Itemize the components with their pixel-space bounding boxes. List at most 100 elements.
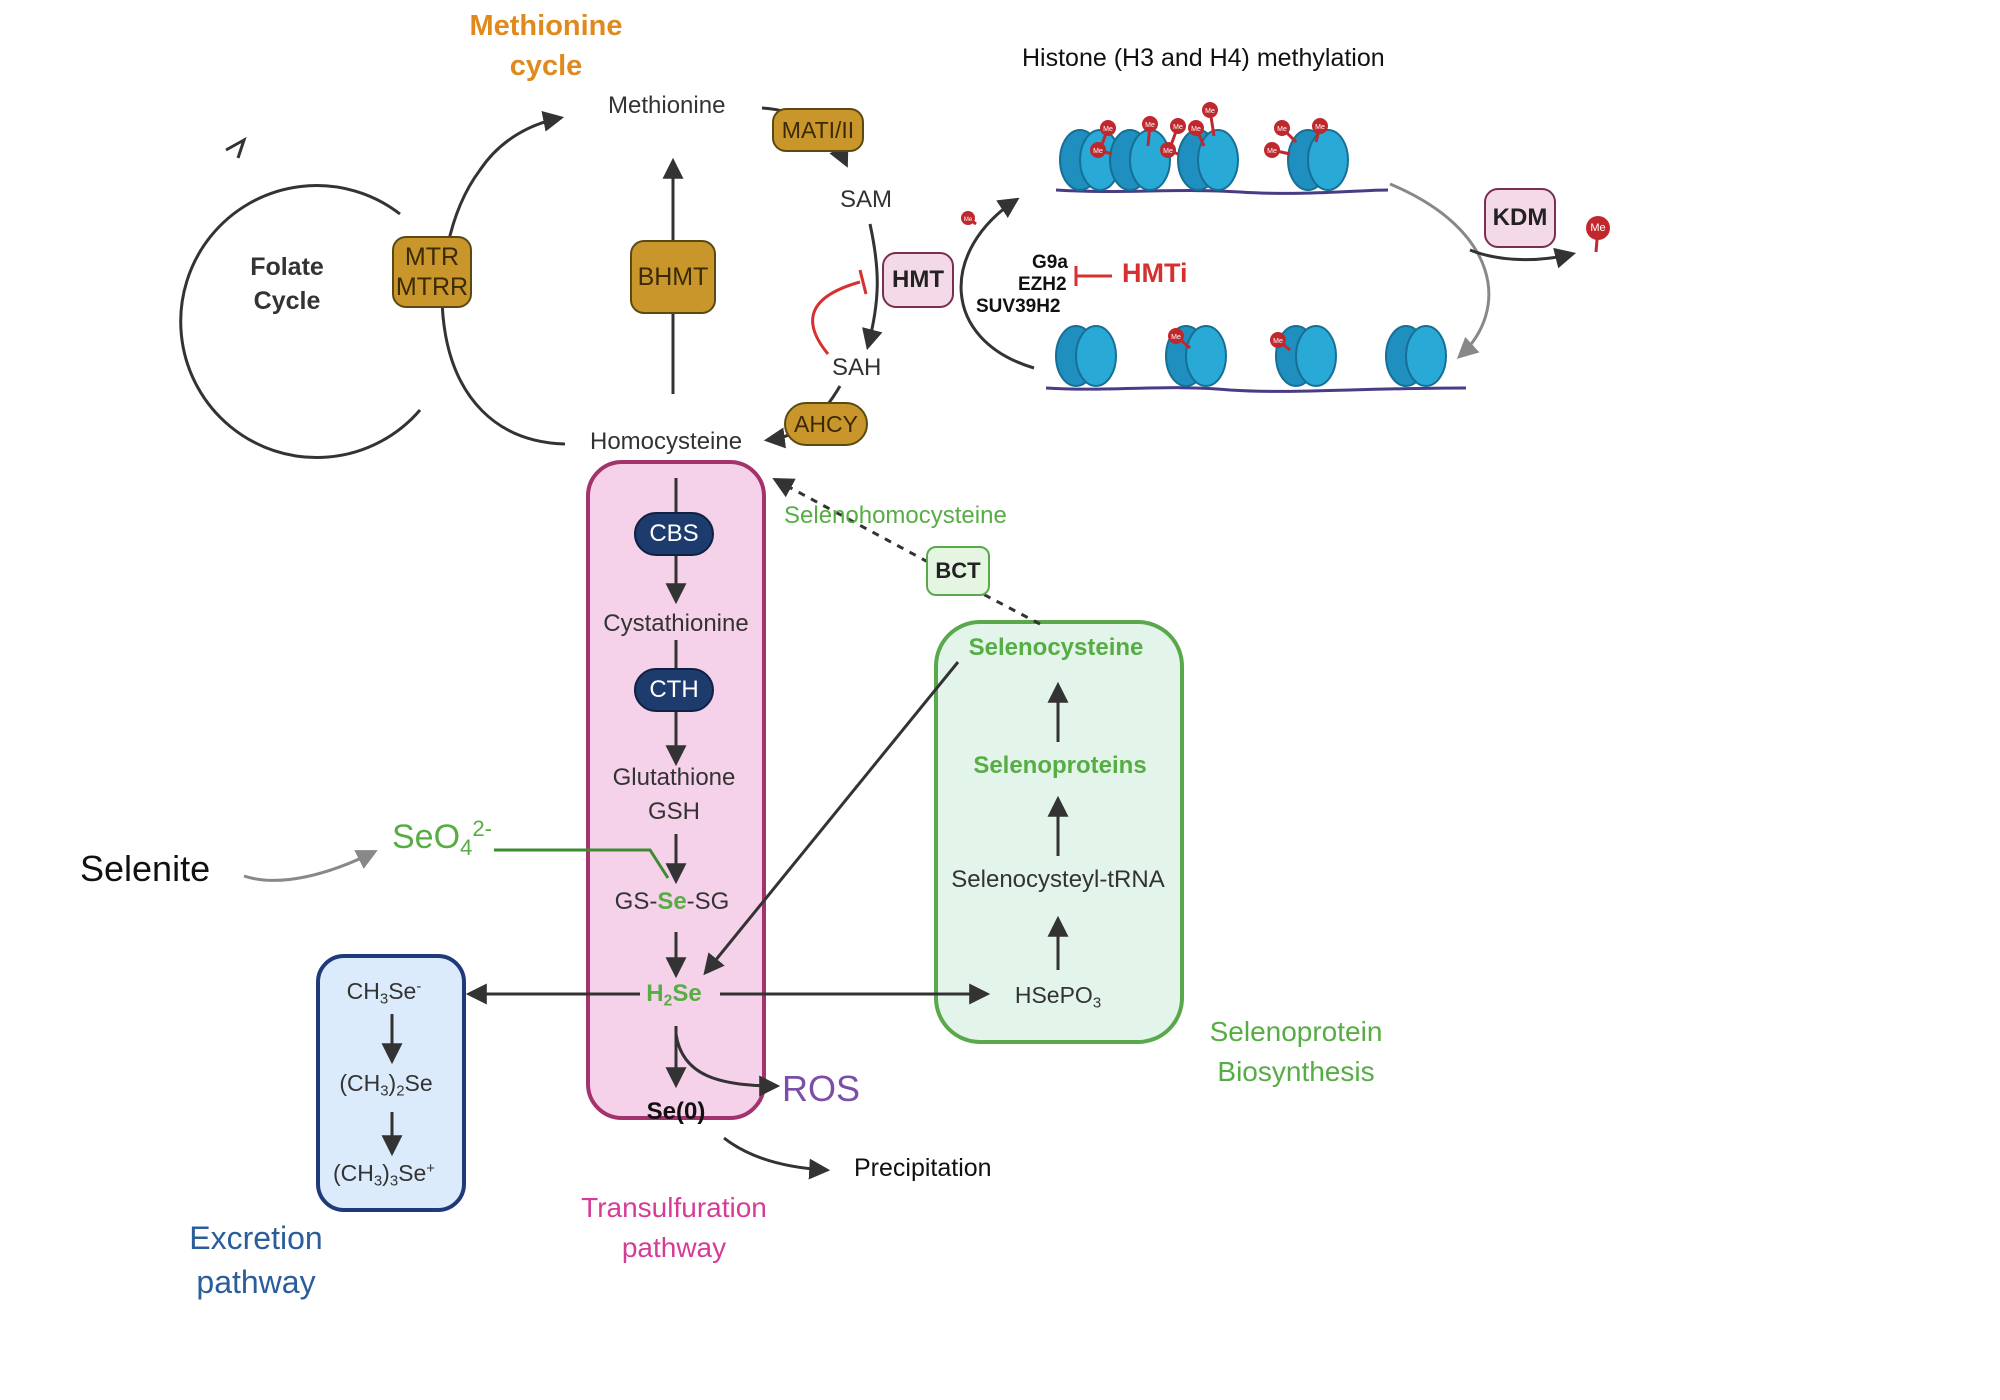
methyl-mark	[1270, 332, 1286, 348]
nucleosome-top-3	[1177, 129, 1239, 191]
sam-to-sah-arrow	[862, 223, 883, 351]
methionine-label: Methionine	[608, 92, 726, 119]
methyl-mark-top-5: Me	[1160, 142, 1179, 158]
selenocysteine-label: Selenocysteine	[968, 634, 1144, 661]
sah-inhibition-bar	[858, 269, 868, 295]
histone-methylation-title: Histone (H3 and H4) methylation	[1022, 44, 1385, 72]
methionine-cycle-title: Methionine cycle	[469, 10, 623, 82]
methyl-mark-label: Me	[1205, 108, 1215, 115]
methyl-mark	[1264, 142, 1280, 158]
dna-strand-bottom	[1045, 386, 1467, 393]
seo4-label: SeO42-	[392, 816, 492, 861]
methyl-mark-top-3: Me	[1142, 116, 1158, 147]
nucleosome-disc	[1307, 129, 1349, 191]
methyl-mark-label: Me	[1145, 122, 1155, 129]
methyl-mark	[1160, 142, 1176, 158]
nucleosome-bottom-4	[1385, 325, 1447, 387]
methyl-mark	[1168, 328, 1184, 344]
se0-to-precipitation-arrow	[723, 1136, 831, 1180]
selenohomocysteine-dashed-arrow	[772, 478, 929, 564]
methyl-mark	[1170, 118, 1186, 134]
homocysteine-to-methionine-arc	[440, 111, 566, 446]
ch3-3se-sub2: 3	[389, 1172, 399, 1190]
methyl-mark-label: Me	[1173, 124, 1183, 131]
hmti-label: HMTi	[1122, 258, 1188, 288]
gs-se-sg-label: GS-Se-SG	[615, 888, 730, 916]
ch3se-sup: -	[416, 978, 422, 995]
ch3-2se-c: Se	[404, 1070, 433, 1096]
nucleosome-bottom-3	[1275, 325, 1337, 387]
methyl-mark-free-sam: Me	[961, 211, 977, 226]
excretion-region	[316, 954, 466, 1212]
seo4-sub: 4	[460, 834, 473, 860]
methylation-arc	[959, 197, 1035, 370]
ch3-2se-a: (CH	[339, 1070, 381, 1096]
methyl-mark	[1274, 120, 1290, 136]
ahcy-enzyme: AHCY	[784, 402, 868, 446]
homocysteine-label: Homocysteine	[590, 428, 743, 455]
demethylation-arc	[1389, 182, 1491, 359]
nucleosome-disc	[1185, 325, 1227, 387]
se0-label: Se(0)	[646, 1098, 706, 1125]
folate-cycle-arrowhead	[225, 136, 247, 159]
ch3-3se-sub: 3	[373, 1172, 383, 1190]
methyl-mark-top-7: Me	[1188, 120, 1206, 147]
mtr-mtrr-enzyme: MTR MTRR	[392, 236, 472, 308]
methyl-mark-label: Me	[1191, 126, 1201, 133]
nucleosome-top-2	[1109, 129, 1171, 191]
methyl-mark-label: Me	[1163, 148, 1173, 155]
gs-se-sg-left: GS-	[614, 888, 658, 915]
cystathionine-label: Cystathionine	[603, 610, 749, 637]
ch3-3se-a: (CH	[332, 1160, 374, 1187]
mtrr-label: MTRR	[395, 273, 469, 301]
methyl-mark-label: Me	[1103, 126, 1113, 133]
methyl-mark	[1312, 118, 1328, 134]
methyl-mark-top-2: Me	[1090, 142, 1113, 158]
excretion-title: Excretion pathway	[189, 1220, 323, 1300]
methyl-mark	[1090, 142, 1106, 158]
nucleosome-bottom-1	[1055, 325, 1117, 387]
suv39h2-label: SUV39H2	[976, 296, 1061, 317]
nucleosome-disc	[1197, 129, 1239, 191]
methyl-mark-top-9: Me	[1264, 142, 1291, 158]
ch3se-b: Se	[388, 978, 417, 1005]
precipitation-label: Precipitation	[854, 1154, 992, 1182]
cbs-enzyme: CBS	[634, 512, 714, 556]
methyl-mark-label: Me	[1315, 124, 1325, 131]
selenoproteins-label: Selenoproteins	[973, 752, 1147, 779]
methyl-mark-top-10: Me	[1312, 118, 1328, 143]
h2se-to-ros-arrow	[674, 1033, 781, 1097]
dna-strand-top	[1055, 188, 1389, 195]
g9a-label: G9a	[1032, 252, 1068, 273]
mat-enzyme: MATI/II	[772, 108, 864, 152]
ch3-2se-sub2: 2	[396, 1082, 405, 1100]
mtr-label: MTR	[404, 243, 460, 271]
hsepo3-sub: 3	[1092, 994, 1102, 1012]
hsepo3-a: HSePO	[1014, 982, 1093, 1008]
gs-se-sg-mid: Se	[657, 888, 687, 915]
nucleosome-disc	[1075, 325, 1117, 387]
methyl-mark	[1586, 216, 1610, 240]
nucleosome-top-1	[1059, 129, 1121, 191]
ch3se-label: CH3Se-	[347, 978, 422, 1008]
ch3se-sub: 3	[379, 990, 389, 1008]
methyl-mark-label: Me	[1590, 222, 1605, 234]
cth-enzyme: CTH	[634, 668, 714, 712]
seo4-sup: 2-	[472, 816, 492, 841]
methyl-mark-top-6: Me	[1202, 102, 1218, 137]
h2se-b: Se	[672, 980, 702, 1007]
selenoprotein-biosynthesis-title: Selenoprotein Biosynthesis	[1209, 1016, 1383, 1087]
selenocysteine-to-h2se-arrow	[703, 661, 960, 976]
selenite-label: Selenite	[80, 848, 211, 889]
methyl-mark	[961, 211, 975, 225]
h2se-sub: 2	[663, 992, 673, 1010]
ch3se-a: CH	[346, 978, 380, 1005]
methyl-mark	[1188, 120, 1204, 136]
selenohomocysteine-label: Selenohomocysteine	[784, 502, 1007, 529]
nucleosome-disc	[1405, 325, 1447, 387]
methyl-mark	[1142, 116, 1158, 132]
seo4-base: SeO	[392, 818, 461, 857]
trimethylselenonium-label: (CH3)3Se+	[333, 1160, 435, 1190]
seo4-to-gsse-line	[494, 848, 670, 879]
